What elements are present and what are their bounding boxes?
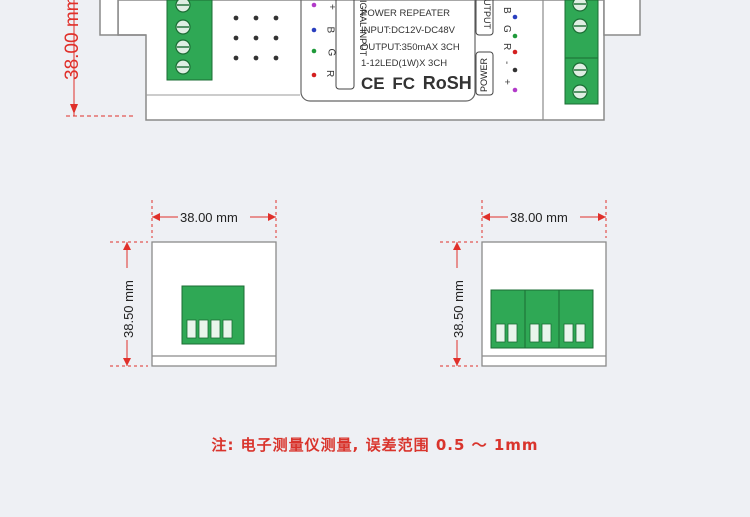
right-height-label: 38.50 mm [451,280,466,338]
left-side-view [110,200,277,367]
signal-input-label: SIGNAL INPUT [358,0,368,57]
output-label: OUTPUT [482,0,492,29]
right-width-label: 38.00 mm [510,210,568,225]
label-panel [300,0,476,102]
right-side-view [440,200,607,367]
product-line-3: OUTPUT:350mAX 3CH [361,42,460,53]
cert-marks: CE FC RoSH [361,73,472,94]
signal-input-box [335,0,355,90]
mount-flange-left [99,0,119,36]
left-height-label: 38.50 mm [121,280,136,338]
fc-mark: FC [392,74,416,93]
output-label-box [475,0,494,36]
output-pin-g: G [501,25,512,33]
power-label: POWER [479,57,489,92]
ce-mark: CE [361,74,385,93]
output-pin-r: R [501,43,512,51]
signal-pin-b: B [324,26,336,34]
top-height-label: 38.00 mm [62,0,83,80]
output-pin-labels: B G R - + [496,5,512,95]
rosh-mark: RoSH [422,73,472,93]
power-label-box [475,51,494,96]
signal-pin-plus: + [326,4,337,10]
signal-pin-r: R [324,70,335,78]
product-line-4: 1-12LED(1W)X 3CH [361,58,448,69]
measurement-note: 注: 电子测量仪测量, 误差范围 0.5 ～ 1mm [211,436,539,454]
mount-flange-right [603,0,641,36]
top-device-drawing [66,0,641,121]
product-line-1: POWER REPEATER [361,8,451,19]
power-pin-plus: + [501,79,512,85]
signal-pin-labels: + B G R [318,0,337,87]
terminal-screw [175,0,191,13]
output-pin-b: B [501,7,512,14]
signal-pin-g: G [325,48,337,57]
product-line-2: INPUT:DC12V-DC48V [361,25,455,36]
left-width-label: 38.00 mm [180,210,238,225]
power-pin-minus: - [501,61,512,65]
vent-holes [233,15,279,61]
